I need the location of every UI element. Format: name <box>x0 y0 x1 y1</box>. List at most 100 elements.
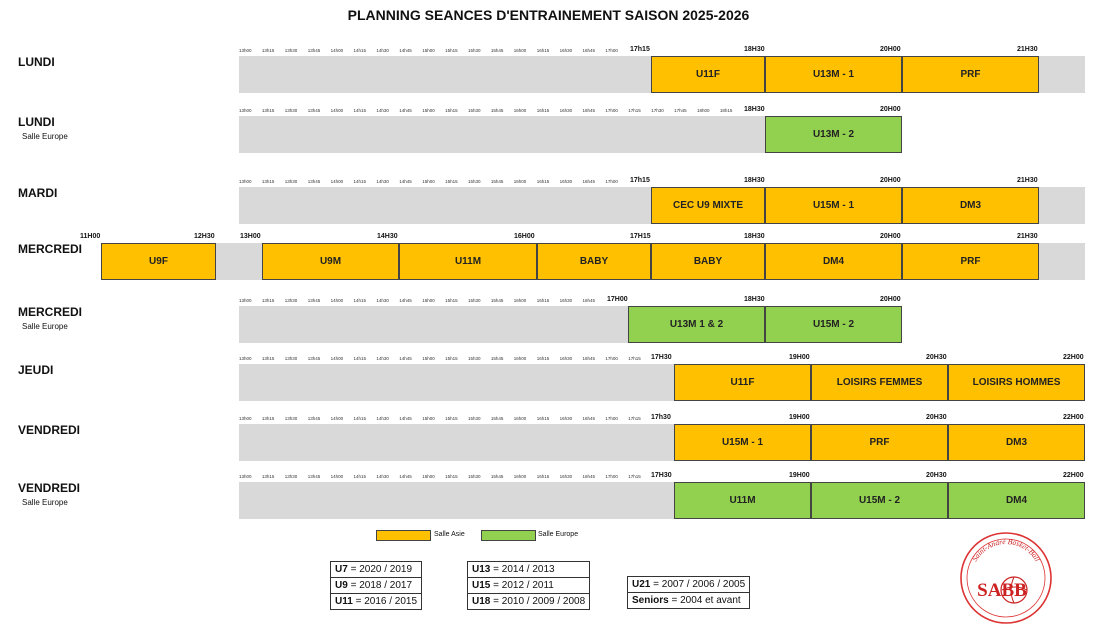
session-block[interactable]: U11F <box>674 364 811 401</box>
session-block[interactable]: U15M - 2 <box>765 306 902 343</box>
time-tick: 16h15 <box>536 474 550 479</box>
time-tick: 17h15 <box>628 416 641 421</box>
legend-asie-swatch <box>376 530 431 541</box>
time-tick: 13h00 <box>239 298 252 303</box>
time-tick: 13h15 <box>261 48 275 53</box>
session-block[interactable]: BABY <box>651 243 765 280</box>
time-tick: 13h00 <box>239 356 252 361</box>
session-block[interactable]: U11F <box>651 56 765 93</box>
time-tick: 15h30 <box>468 298 481 303</box>
session-block[interactable]: DM4 <box>948 482 1085 519</box>
time-mark: 17H00 <box>607 296 628 303</box>
time-tick: 16h00 <box>513 474 527 479</box>
time-mark: 20H00 <box>880 296 901 303</box>
time-tick: 13h00 <box>239 474 252 479</box>
time-tick: 16h00 <box>513 298 527 303</box>
time-mark: 22H00 <box>1063 414 1084 421</box>
room-sublabel: Salle Europe <box>22 322 68 331</box>
session-block[interactable]: DM4 <box>765 243 902 280</box>
time-tick: 13h45 <box>307 298 321 303</box>
time-tick: 13h15 <box>261 298 275 303</box>
session-block[interactable]: U13M - 1 <box>765 56 902 93</box>
time-tick: 15h00 <box>422 416 435 421</box>
time-tick: 16h15 <box>536 356 550 361</box>
time-mark: 17H30 <box>651 354 672 361</box>
time-tick: 14h15 <box>353 108 367 113</box>
session-block[interactable]: DM3 <box>902 187 1039 224</box>
time-tick: 15h00 <box>422 474 435 479</box>
day-label: VENDREDI <box>18 423 81 437</box>
age-row: Seniors = 2004 et avant <box>626 592 751 609</box>
time-mark: 19H00 <box>789 354 810 361</box>
time-tick: 14h00 <box>330 416 344 421</box>
time-tick: 15h45 <box>490 416 504 421</box>
time-mark: 17h30 <box>651 414 671 421</box>
room-sublabel: Salle Europe <box>22 132 68 141</box>
session-block[interactable]: U11M <box>399 243 537 280</box>
time-mark: 17h15 <box>630 46 650 53</box>
time-tick: 16h15 <box>536 416 550 421</box>
time-tick: 15h30 <box>468 474 481 479</box>
session-block[interactable]: LOISIRS FEMMES <box>811 364 948 401</box>
time-tick: 15h00 <box>422 298 435 303</box>
session-block[interactable]: U15M - 2 <box>811 482 948 519</box>
age-row: U15 = 2012 / 2011 <box>466 577 591 594</box>
time-mark: 19H00 <box>789 414 810 421</box>
session-block[interactable]: DM3 <box>948 424 1085 461</box>
time-tick: 14h00 <box>330 108 344 113</box>
session-block[interactable]: U15M - 1 <box>674 424 811 461</box>
session-block[interactable]: U15M - 1 <box>765 187 902 224</box>
logo-letters: SABB <box>977 580 1027 601</box>
time-tick: 16h30 <box>559 108 573 113</box>
time-tick: 14h00 <box>330 179 344 184</box>
time-tick: 13h45 <box>307 48 321 53</box>
time-tick: 14h15 <box>353 298 367 303</box>
time-tick: 14h30 <box>376 298 389 303</box>
session-block[interactable]: U13M - 2 <box>765 116 902 153</box>
time-tick: 15h30 <box>468 356 481 361</box>
time-tick: 15h45 <box>490 474 504 479</box>
time-tick: 17h45 <box>674 108 687 113</box>
time-tick: 13h00 <box>239 416 252 421</box>
time-tick: 13h30 <box>284 179 298 184</box>
time-tick: 14h30 <box>376 108 389 113</box>
time-tick: 16h00 <box>513 48 527 53</box>
time-tick: 14h45 <box>399 48 412 53</box>
time-tick: 15h00 <box>422 179 435 184</box>
time-tick: 15h30 <box>468 48 481 53</box>
time-tick: 13h15 <box>261 108 275 113</box>
time-mark: 18H30 <box>744 46 765 53</box>
session-block[interactable]: U11M <box>674 482 811 519</box>
time-tick: 15h30 <box>468 179 481 184</box>
time-tick: 14h30 <box>376 179 389 184</box>
time-tick: 15h45 <box>490 179 504 184</box>
time-tick: 15h15 <box>445 356 458 361</box>
time-tick: 15h30 <box>468 416 481 421</box>
time-tick: 14h00 <box>330 356 344 361</box>
time-tick: 16h15 <box>536 48 550 53</box>
time-tick: 15h15 <box>445 108 458 113</box>
session-block[interactable]: U13M 1 & 2 <box>628 306 765 343</box>
time-tick: 16h45 <box>582 108 596 113</box>
time-tick: 16h45 <box>582 474 596 479</box>
age-table-2: U13 = 2014 / 2013 U15 = 2012 / 2011 U18 … <box>466 561 591 610</box>
session-block[interactable]: PRF <box>902 56 1039 93</box>
session-block[interactable]: BABY <box>537 243 651 280</box>
session-block[interactable]: U9F <box>101 243 216 280</box>
session-block[interactable]: U9M <box>262 243 399 280</box>
time-tick: 15h15 <box>445 179 458 184</box>
time-tick: 13h45 <box>307 108 321 113</box>
session-block[interactable]: CEC U9 MIXTE <box>651 187 765 224</box>
time-tick: 17h00 <box>605 474 618 479</box>
legend-asie-label: Salle Asie <box>434 531 465 538</box>
session-block[interactable]: LOISIRS HOMMES <box>948 364 1085 401</box>
session-block[interactable]: PRF <box>902 243 1039 280</box>
time-tick: 16h00 <box>513 179 527 184</box>
time-tick: 15h15 <box>445 298 458 303</box>
time-tick: 16h15 <box>536 179 550 184</box>
time-tick: 16h45 <box>582 356 596 361</box>
club-logo: Saint-André Basket-Ball SABB <box>960 532 1052 624</box>
time-tick: 15h45 <box>490 356 504 361</box>
session-block[interactable]: PRF <box>811 424 948 461</box>
day-label: JEUDI <box>18 363 54 377</box>
